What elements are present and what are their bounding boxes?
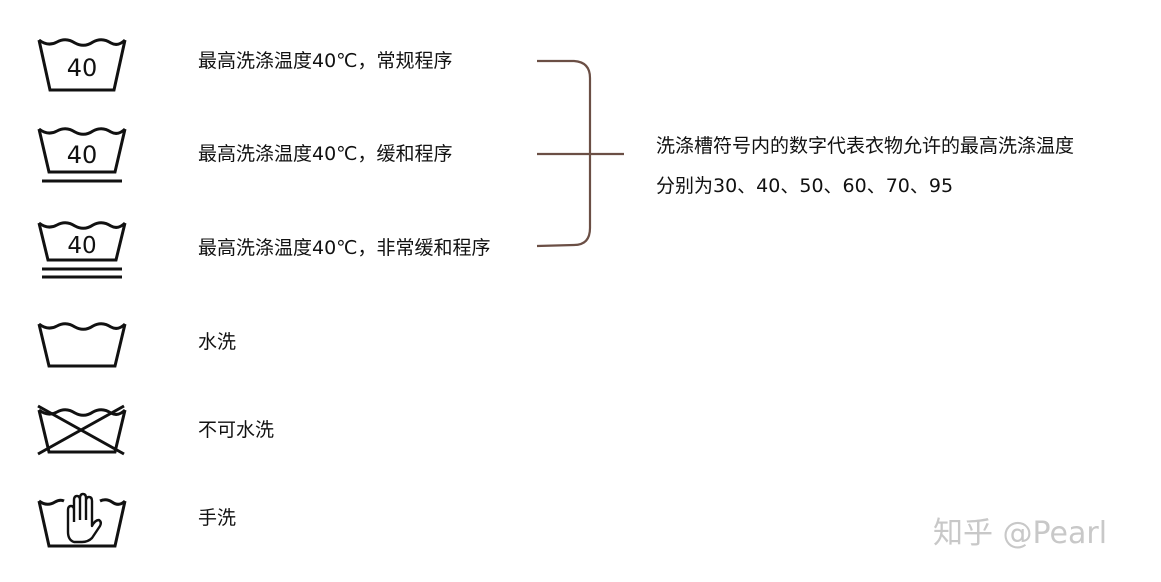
temperature-value: 40 xyxy=(67,54,98,82)
symbol-label: 最高洗涤温度40℃，常规程序 xyxy=(198,50,453,72)
note-line-2: 分别为30、40、50、60、70、95 xyxy=(656,175,954,197)
symbol-label: 水洗 xyxy=(198,331,237,353)
washtub-icon xyxy=(34,318,130,382)
washtub-40-two-bars-icon: 40 xyxy=(34,218,130,282)
temperature-note: 洗涤槽符号内的数字代表衣物允许的最高洗涤温度 分别为30、40、50、60、70… xyxy=(656,126,1074,206)
temperature-value: 40 xyxy=(67,233,96,259)
symbol-label: 最高洗涤温度40℃，缓和程序 xyxy=(198,143,453,165)
washtub-crossed-icon xyxy=(34,404,130,468)
washtub-40-one-bar-icon: 40 xyxy=(34,124,130,188)
note-line-1: 洗涤槽符号内的数字代表衣物允许的最高洗涤温度 xyxy=(656,135,1075,157)
watermark: 知乎 @Pearl xyxy=(933,516,1108,551)
washtub-hand-icon xyxy=(34,492,130,556)
symbol-label: 最高洗涤温度40℃，非常缓和程序 xyxy=(198,237,491,259)
washtub-40-icon: 40 xyxy=(34,34,130,98)
temperature-value: 40 xyxy=(67,141,98,169)
symbol-label: 不可水洗 xyxy=(198,419,275,441)
symbol-label: 手洗 xyxy=(198,507,237,529)
